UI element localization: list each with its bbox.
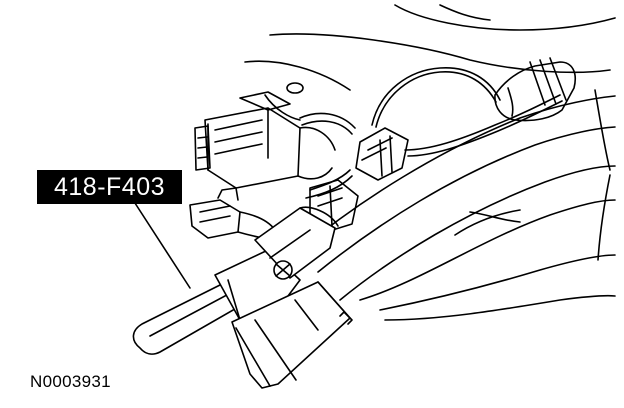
harness-clip xyxy=(494,57,576,122)
special-tool-illustration xyxy=(132,206,353,389)
figure-id-label: N0003931 xyxy=(30,372,111,391)
body-panel-outline xyxy=(244,4,616,261)
tool-number-label: 418-F403 xyxy=(37,170,182,204)
left-connector-block xyxy=(194,91,336,189)
wire-bundle xyxy=(299,112,356,199)
callout-leader-line xyxy=(132,199,191,289)
harness-trough xyxy=(299,95,616,321)
harness-connector xyxy=(309,179,359,233)
small-connector xyxy=(189,187,276,241)
center-connector xyxy=(355,127,409,181)
harness-wire xyxy=(371,67,563,157)
